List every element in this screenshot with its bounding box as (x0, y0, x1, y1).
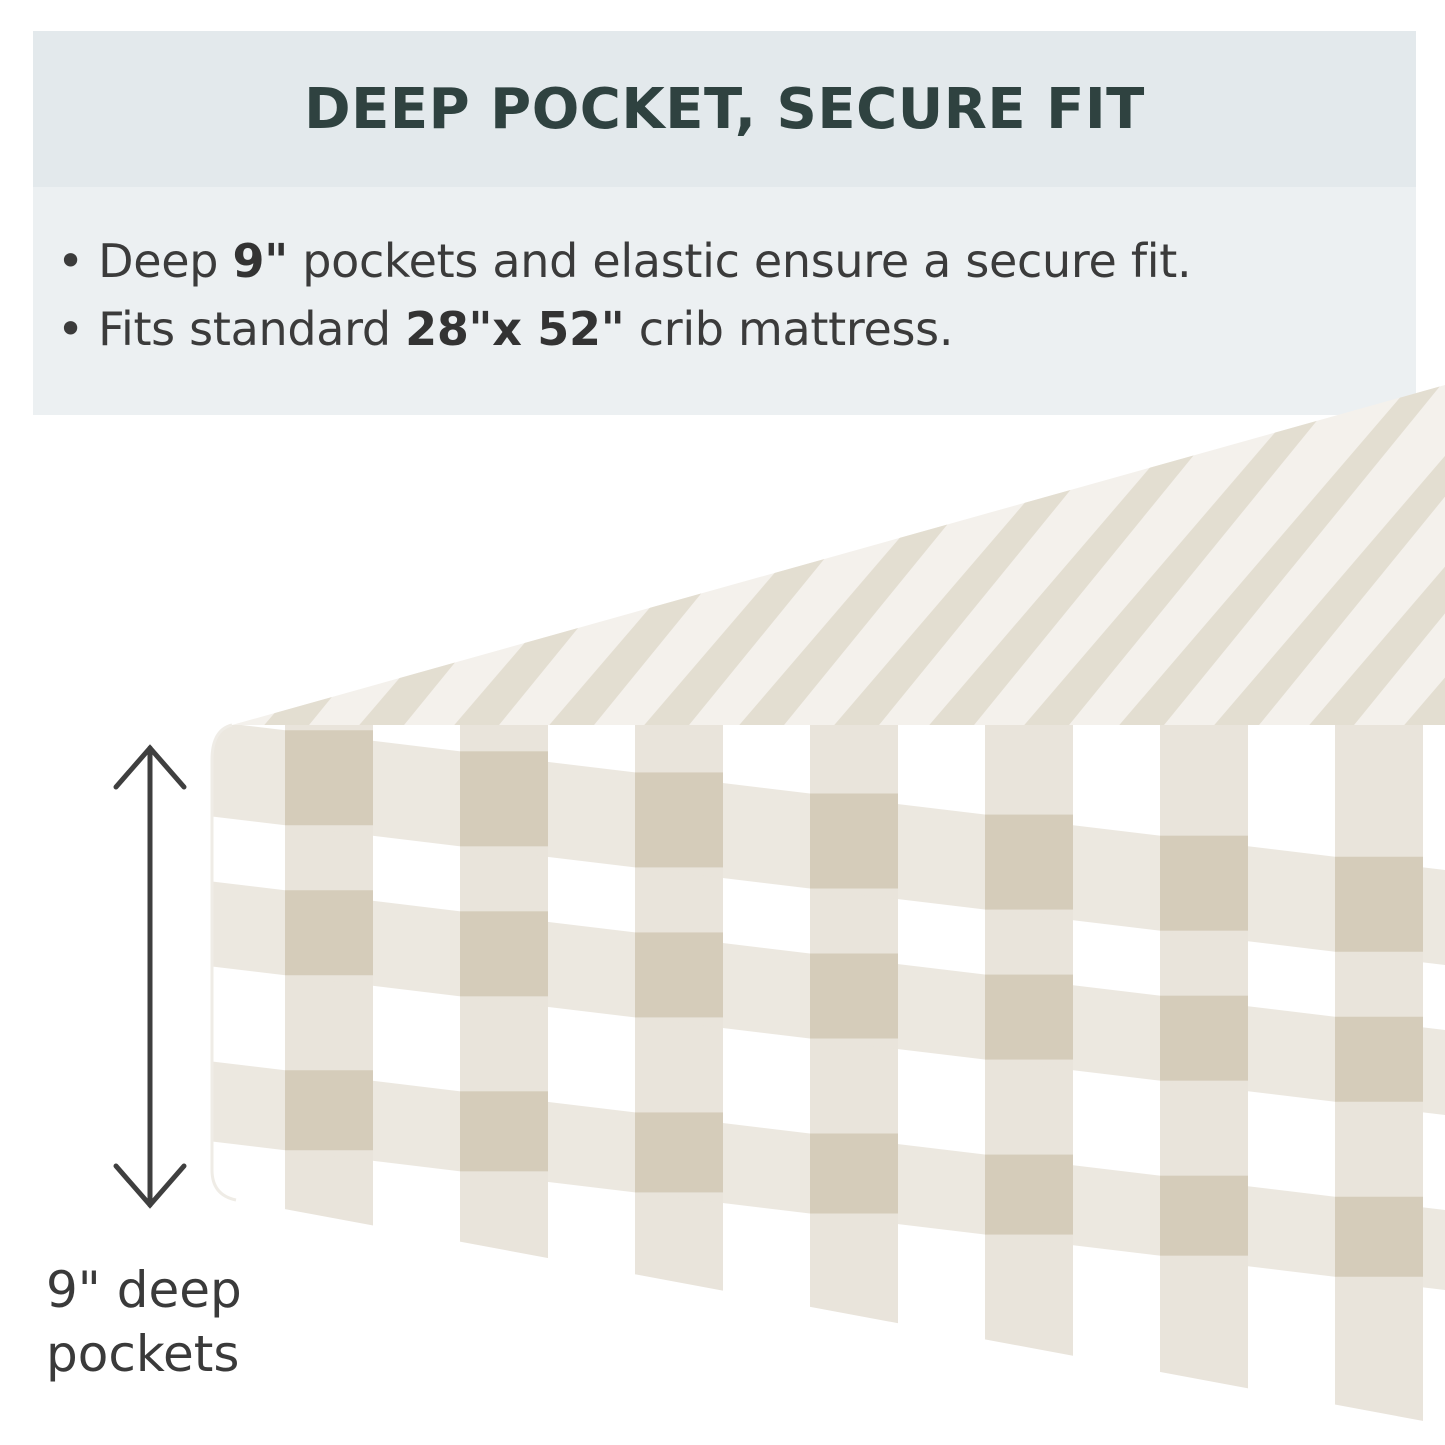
page-title: DEEP POCKET, SECURE FIT (304, 76, 1145, 142)
bullet-text: pockets and elastic ensure a secure fit. (287, 234, 1192, 288)
caption-line-1: 9" deep (46, 1261, 242, 1319)
gingham-check (285, 1070, 373, 1151)
gingham-check (460, 1091, 548, 1172)
gingham-top-stripe (1210, 385, 1445, 725)
gingham-check (635, 1112, 723, 1193)
gingham-check (1335, 856, 1423, 952)
gingham-check (810, 1133, 898, 1214)
gingham-check (985, 814, 1073, 910)
gingham-check (985, 974, 1073, 1060)
gingham-check (460, 911, 548, 997)
gingham-stripe (985, 725, 1073, 1425)
gingham-check (1335, 1016, 1423, 1102)
bullet-text: • Fits standard (57, 302, 406, 356)
feature-panel (33, 187, 1416, 415)
double-headed-vertical-arrow-icon (113, 744, 187, 1209)
gingham-check (460, 751, 548, 847)
gingham-top-stripe (1020, 385, 1350, 725)
gingham-check (635, 772, 723, 868)
gingham-check (1335, 1196, 1423, 1277)
feature-bullet-pockets: • Deep 9" pockets and elastic ensure a s… (57, 234, 1192, 288)
gingham-check (635, 932, 723, 1018)
gingham-check (810, 953, 898, 1039)
gingham-top-stripe (1115, 385, 1445, 725)
gingham-top-stripe (925, 385, 1255, 725)
header-banner: DEEP POCKET, SECURE FIT (33, 31, 1416, 187)
gingham-check (810, 793, 898, 889)
bullet-highlight: 28"x 52" (405, 302, 625, 356)
caption-line-2: pockets (46, 1325, 240, 1383)
gingham-check (1160, 1175, 1248, 1256)
gingham-check (1160, 835, 1248, 931)
feature-bullet-fit: • Fits standard 28"x 52" crib mattress. (57, 302, 953, 356)
gingham-check (285, 890, 373, 976)
gingham-check (285, 730, 373, 826)
bullet-text: crib mattress. (624, 302, 954, 356)
bullet-highlight: 9" (232, 234, 289, 288)
mattress-top-surface (232, 385, 1445, 725)
gingham-top-band (232, 385, 1445, 405)
mattress-side-panel (212, 725, 1445, 1425)
gingham-check (1160, 995, 1248, 1081)
gingham-top-band (232, 385, 1445, 450)
bullet-text: • Deep (57, 234, 233, 288)
gingham-top-stripe (1305, 385, 1445, 725)
gingham-check (985, 1154, 1073, 1235)
depth-caption: 9" deep pockets (46, 1258, 242, 1386)
